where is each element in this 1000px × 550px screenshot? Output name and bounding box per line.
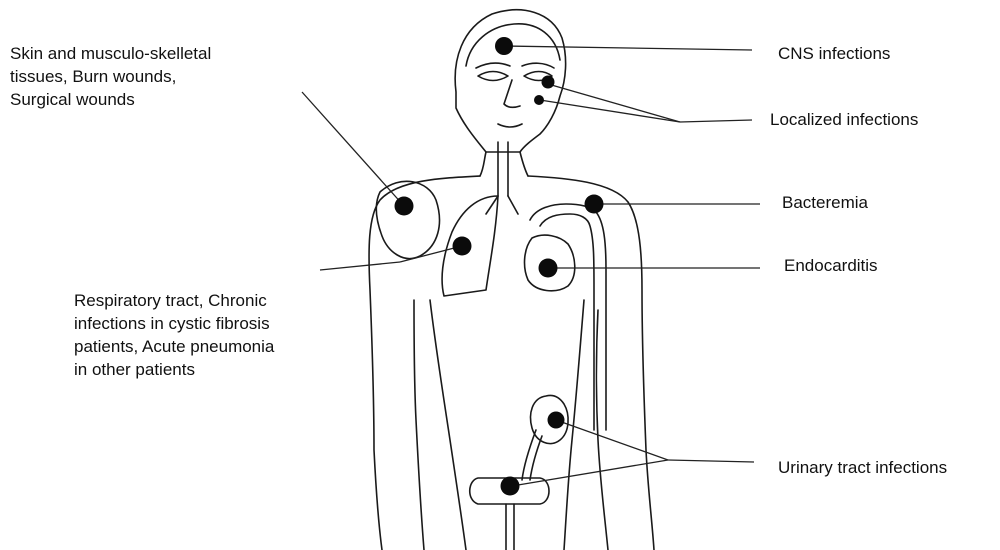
bacteremia-label: Bacteremia [782, 191, 868, 214]
left-arm-outline [369, 176, 480, 550]
neck-right [520, 152, 528, 176]
leader-respiratory-lower [320, 262, 400, 270]
mouth [498, 124, 522, 127]
lung-bronchus [486, 196, 518, 214]
leader-respiratory-upper [400, 246, 462, 262]
respiratory-label: Respiratory tract, Chronic infections in… [74, 289, 274, 381]
skin-label-line-3: Surgical wounds [10, 88, 211, 111]
leader-localized-lower [540, 100, 680, 122]
cns-dot [495, 37, 513, 55]
right-brow [522, 63, 554, 68]
skin-label: Skin and musculo-skelletal tissues, Burn… [10, 42, 211, 111]
urinary-label: Urinary tract infections [778, 456, 947, 479]
nose [504, 80, 520, 107]
respiratory-dot [453, 237, 472, 256]
leader-urinary-lower [512, 460, 668, 486]
cns-label: CNS infections [778, 42, 890, 65]
left-brow [476, 63, 510, 68]
respiratory-label-line-3: patients, Acute pneumonia [74, 335, 274, 358]
neck-left [480, 152, 486, 176]
skin-label-line-2: tissues, Burn wounds, [10, 65, 211, 88]
leader-urinary-main [668, 460, 754, 462]
skin-dot [395, 197, 414, 216]
bladder-dot [501, 477, 520, 496]
respiratory-label-line-1: Respiratory tract, Chronic [74, 289, 274, 312]
respiratory-label-line-4: in other patients [74, 358, 274, 381]
urethra [506, 504, 514, 550]
endocarditis-label: Endocarditis [784, 254, 878, 277]
leader-localized-upper [548, 84, 680, 122]
respiratory-label-line-2: infections in cystic fibrosis [74, 312, 274, 335]
leader-localized-main [680, 120, 752, 122]
trachea [498, 142, 508, 196]
torso-left-side [430, 300, 466, 550]
localized-dot-1 [542, 76, 555, 89]
localized-label: Localized infections [770, 108, 918, 131]
kidney-dot [548, 412, 565, 429]
left-eye [478, 72, 508, 81]
left-inner-arm [414, 300, 424, 550]
skin-region-outline [376, 181, 439, 258]
aortic-arch-inner [540, 214, 594, 430]
bacteremia-dot [585, 195, 604, 214]
localized-dot-2 [534, 95, 544, 105]
endocarditis-dot [539, 259, 558, 278]
skin-label-line-1: Skin and musculo-skelletal [10, 42, 211, 65]
ureter [522, 430, 542, 480]
hairline [466, 24, 560, 66]
leader-cns [504, 46, 752, 50]
leader-skin [302, 92, 404, 206]
